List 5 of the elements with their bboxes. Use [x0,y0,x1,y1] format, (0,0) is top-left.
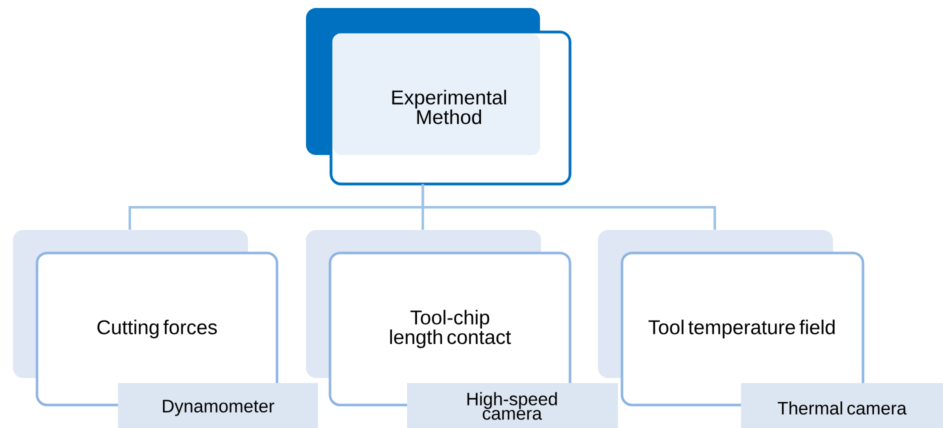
tag-box: Thermal camera [741,383,943,428]
tag-box: High-speed camera [407,383,618,428]
tag-box: Dynamometer [118,383,318,428]
process-box: Experimental Method [306,8,572,186]
connector [422,184,716,230]
